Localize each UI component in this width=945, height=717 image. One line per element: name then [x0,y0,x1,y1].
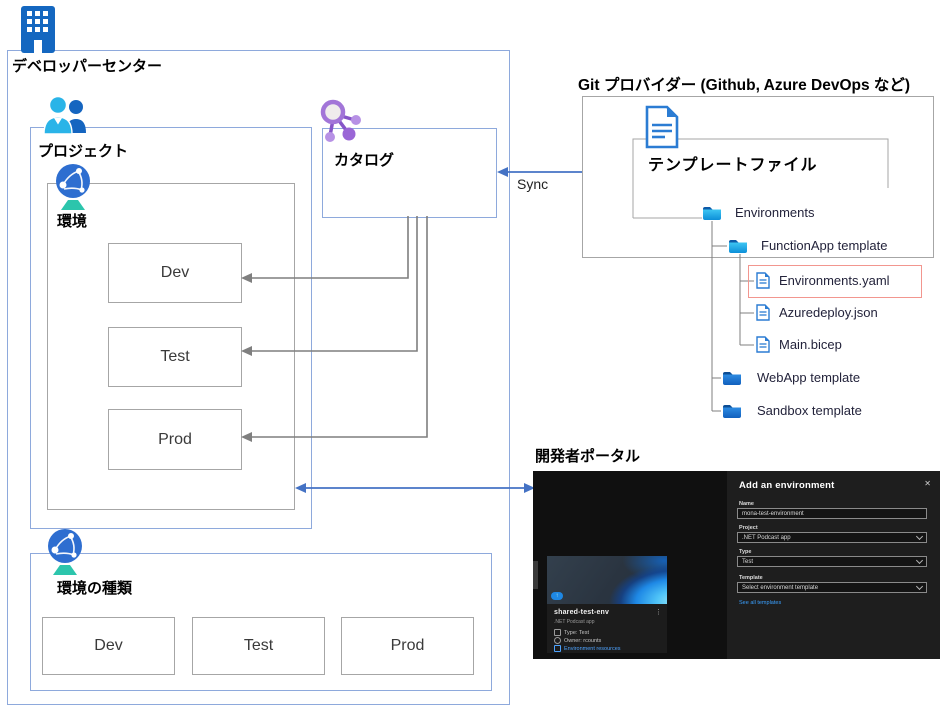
env-cell-test: Test [108,327,242,387]
template-file-icon [645,105,679,149]
template-select-value: Select environment template [742,584,819,591]
add-environment-panel: Add an environment ✕ Name mona-test-envi… [727,471,940,659]
tree-item-azuredeploy-json: Azuredeploy.json [777,305,880,321]
portal-title: 開発者ポータル [535,448,641,465]
add-environment-panel-title: Add an environment [739,480,835,491]
project-select[interactable]: .NET Podcast app [737,532,927,543]
chevron-down-icon [915,582,924,591]
environments-yaml-highlight [748,265,922,298]
catalog-icon [320,99,361,142]
environment-card-title: shared-test-env [554,609,610,616]
tree-item-webapp-template: WebApp template [755,370,863,386]
type-select-value: Test [742,558,754,565]
environment-label: 環境 [57,213,88,230]
kebab-menu-icon[interactable]: ⋮ [655,609,662,616]
globe-icon-env-types [48,529,82,575]
environment-card-subtitle: .NET Podcast app [554,619,595,625]
folder-icon-sandbox [723,405,741,418]
chevron-down-icon [915,532,924,541]
project-field-label: Project [739,525,758,531]
tree-item-environments: Environments [733,205,817,221]
type-select[interactable]: Test [737,556,927,567]
cloud-sync-icon: ↑ [551,592,563,600]
globe-icon-environment [56,164,90,210]
building-icon [21,6,55,53]
envtype-cell-dev-label: Dev [94,637,123,654]
people-icon [43,95,86,135]
type-icon [554,629,561,636]
close-icon[interactable]: ✕ [924,479,931,488]
environment-card-body: shared-test-env ⋮ .NET Podcast app Type:… [547,604,667,653]
file-icon-azuredeploy [756,304,770,321]
environment-card-image: ↑ [547,556,667,604]
template-file-label: テンプレートファイル [648,157,818,174]
env-cell-prod: Prod [108,409,242,470]
file-icon-main-bicep [756,336,770,353]
tree-item-environments-yaml: Environments.yaml [779,273,890,288]
name-input[interactable]: mona-test-environment [737,508,927,519]
folder-icon-environments [703,207,721,220]
envtype-cell-prod: Prod [341,617,474,675]
env-types-label: 環境の種類 [57,580,133,597]
catalog-label: カタログ [334,152,395,169]
see-all-templates-link[interactable]: See all templates [739,600,782,606]
env-cell-dev-label: Dev [160,264,190,281]
dev-center-box [7,50,510,705]
envtype-cell-test-label: Test [243,637,274,654]
envtype-cell-dev: Dev [42,617,175,675]
project-select-value: .NET Podcast app [742,534,791,541]
environment-resources-link-text: Environment resources [564,645,621,652]
environment-card-type-row: Type: Test [554,629,589,636]
folder-icon-functionapp [729,240,747,253]
adjacent-card-edge [533,561,538,589]
git-provider-box [582,96,934,258]
git-provider-title: Git プロバイダー (Github, Azure DevOps など) [578,77,911,94]
sync-label: Sync [517,176,549,192]
tree-item-functionapp-template: FunctionApp template [759,238,890,254]
name-input-value: mona-test-environment [742,510,804,517]
environment-card-type-text: Type: Test [564,629,589,636]
environment-card[interactable]: ↑ shared-test-env ⋮ .NET Podcast app Typ… [547,556,667,653]
env-types-box [30,553,492,691]
environment-resources-link[interactable]: Environment resources [554,645,621,652]
dev-center-label: デベロッパーセンター [12,58,163,75]
chevron-down-icon [915,556,924,565]
envtype-cell-prod-label: Prod [390,637,425,654]
name-field-label: Name [739,501,754,507]
project-label: プロジェクト [38,143,129,160]
environment-card-owner-row: Owner: rcounts [554,637,601,644]
template-field-label: Template [739,575,763,581]
env-cell-dev: Dev [108,243,242,303]
environment-card-owner-text: Owner: rcounts [564,637,602,644]
folder-icon-webapp [723,372,741,385]
owner-icon [554,637,561,644]
tree-item-main-bicep: Main.bicep [777,337,844,353]
env-cell-test-label: Test [160,348,190,365]
developer-portal-screenshot: ↑ shared-test-env ⋮ .NET Podcast app Typ… [533,471,940,659]
env-cell-prod-label: Prod [158,430,192,448]
envtype-cell-test: Test [192,617,325,675]
type-field-label: Type [739,549,752,555]
external-link-icon [554,645,561,652]
file-icon-environments-yaml [756,272,770,289]
template-select[interactable]: Select environment template [737,582,927,593]
tree-item-sandbox-template: Sandbox template [755,403,864,419]
